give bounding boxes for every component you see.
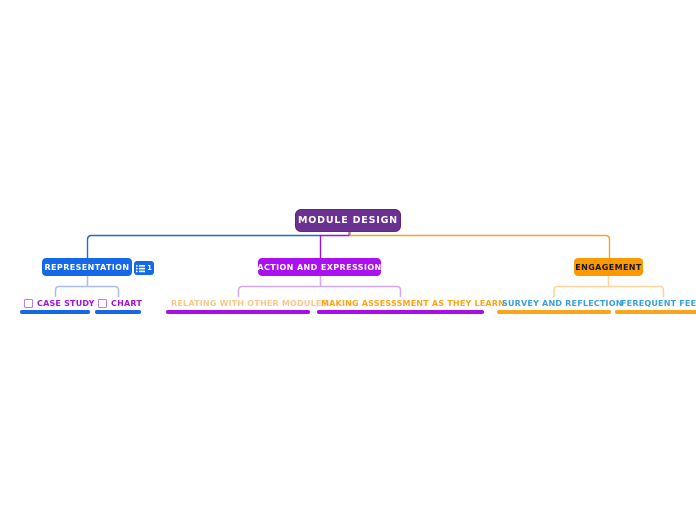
child-node-label: RELATING WITH OTHER MODULES	[171, 298, 328, 308]
badge-count: 1	[147, 264, 152, 272]
child-node-case-study[interactable]: CASE STUDY	[24, 298, 95, 308]
underline-relating	[166, 310, 310, 314]
child-node-label: SURVEY AND REFLECTION	[502, 298, 623, 308]
representation-task-badge[interactable]: 1	[134, 261, 154, 275]
child-node-ferequent-feedback[interactable]: FEREQUENT FEEDBACK	[621, 298, 696, 308]
branch-node-action-and-expression[interactable]: ACTION AND EXPRESSION	[257, 258, 382, 276]
branch-node-label: ENGAGEMENT	[575, 262, 642, 272]
child-node-making-assesssment[interactable]: MAKING ASSESSSMENT AS THEY LEARN	[321, 298, 505, 308]
connector-representation	[86, 234, 321, 258]
branch-node-engagement[interactable]: ENGAGEMENT	[574, 258, 643, 276]
connector-action	[319, 234, 350, 258]
child-node-relating-with-other-modules[interactable]: RELATING WITH OTHER MODULES	[171, 298, 328, 308]
child-node-label: FEREQUENT FEEDBACK	[621, 298, 696, 308]
sub-connector-action-children	[237, 276, 402, 297]
underline-making	[317, 310, 484, 314]
root-node-module-design[interactable]: MODULE DESIGN	[295, 209, 401, 232]
connector-engagement	[349, 234, 611, 258]
checkbox-chart[interactable]	[98, 298, 107, 308]
underline-case-study	[20, 310, 90, 314]
child-node-survey-and-reflection[interactable]: SURVEY AND REFLECTION	[502, 298, 623, 308]
underline-ferequent	[615, 310, 696, 314]
underline-survey	[497, 310, 611, 314]
underline-chart	[95, 310, 141, 314]
sub-connector-engagement-children	[553, 276, 665, 297]
branch-node-label: ACTION AND EXPRESSION	[257, 262, 382, 272]
child-node-label: MAKING ASSESSSMENT AS THEY LEARN	[321, 298, 506, 308]
child-node-label: CHART	[111, 298, 143, 308]
branch-node-label: REPRESENTATION	[44, 262, 130, 272]
checkbox-case-study[interactable]	[24, 298, 33, 308]
child-node-chart[interactable]: CHART	[98, 298, 142, 308]
sub-connector-representation-children	[54, 276, 120, 297]
root-node-label: MODULE DESIGN	[298, 215, 398, 226]
child-node-label: CASE STUDY	[37, 298, 95, 308]
list-icon	[136, 264, 146, 272]
branch-node-representation[interactable]: REPRESENTATION	[42, 258, 132, 276]
